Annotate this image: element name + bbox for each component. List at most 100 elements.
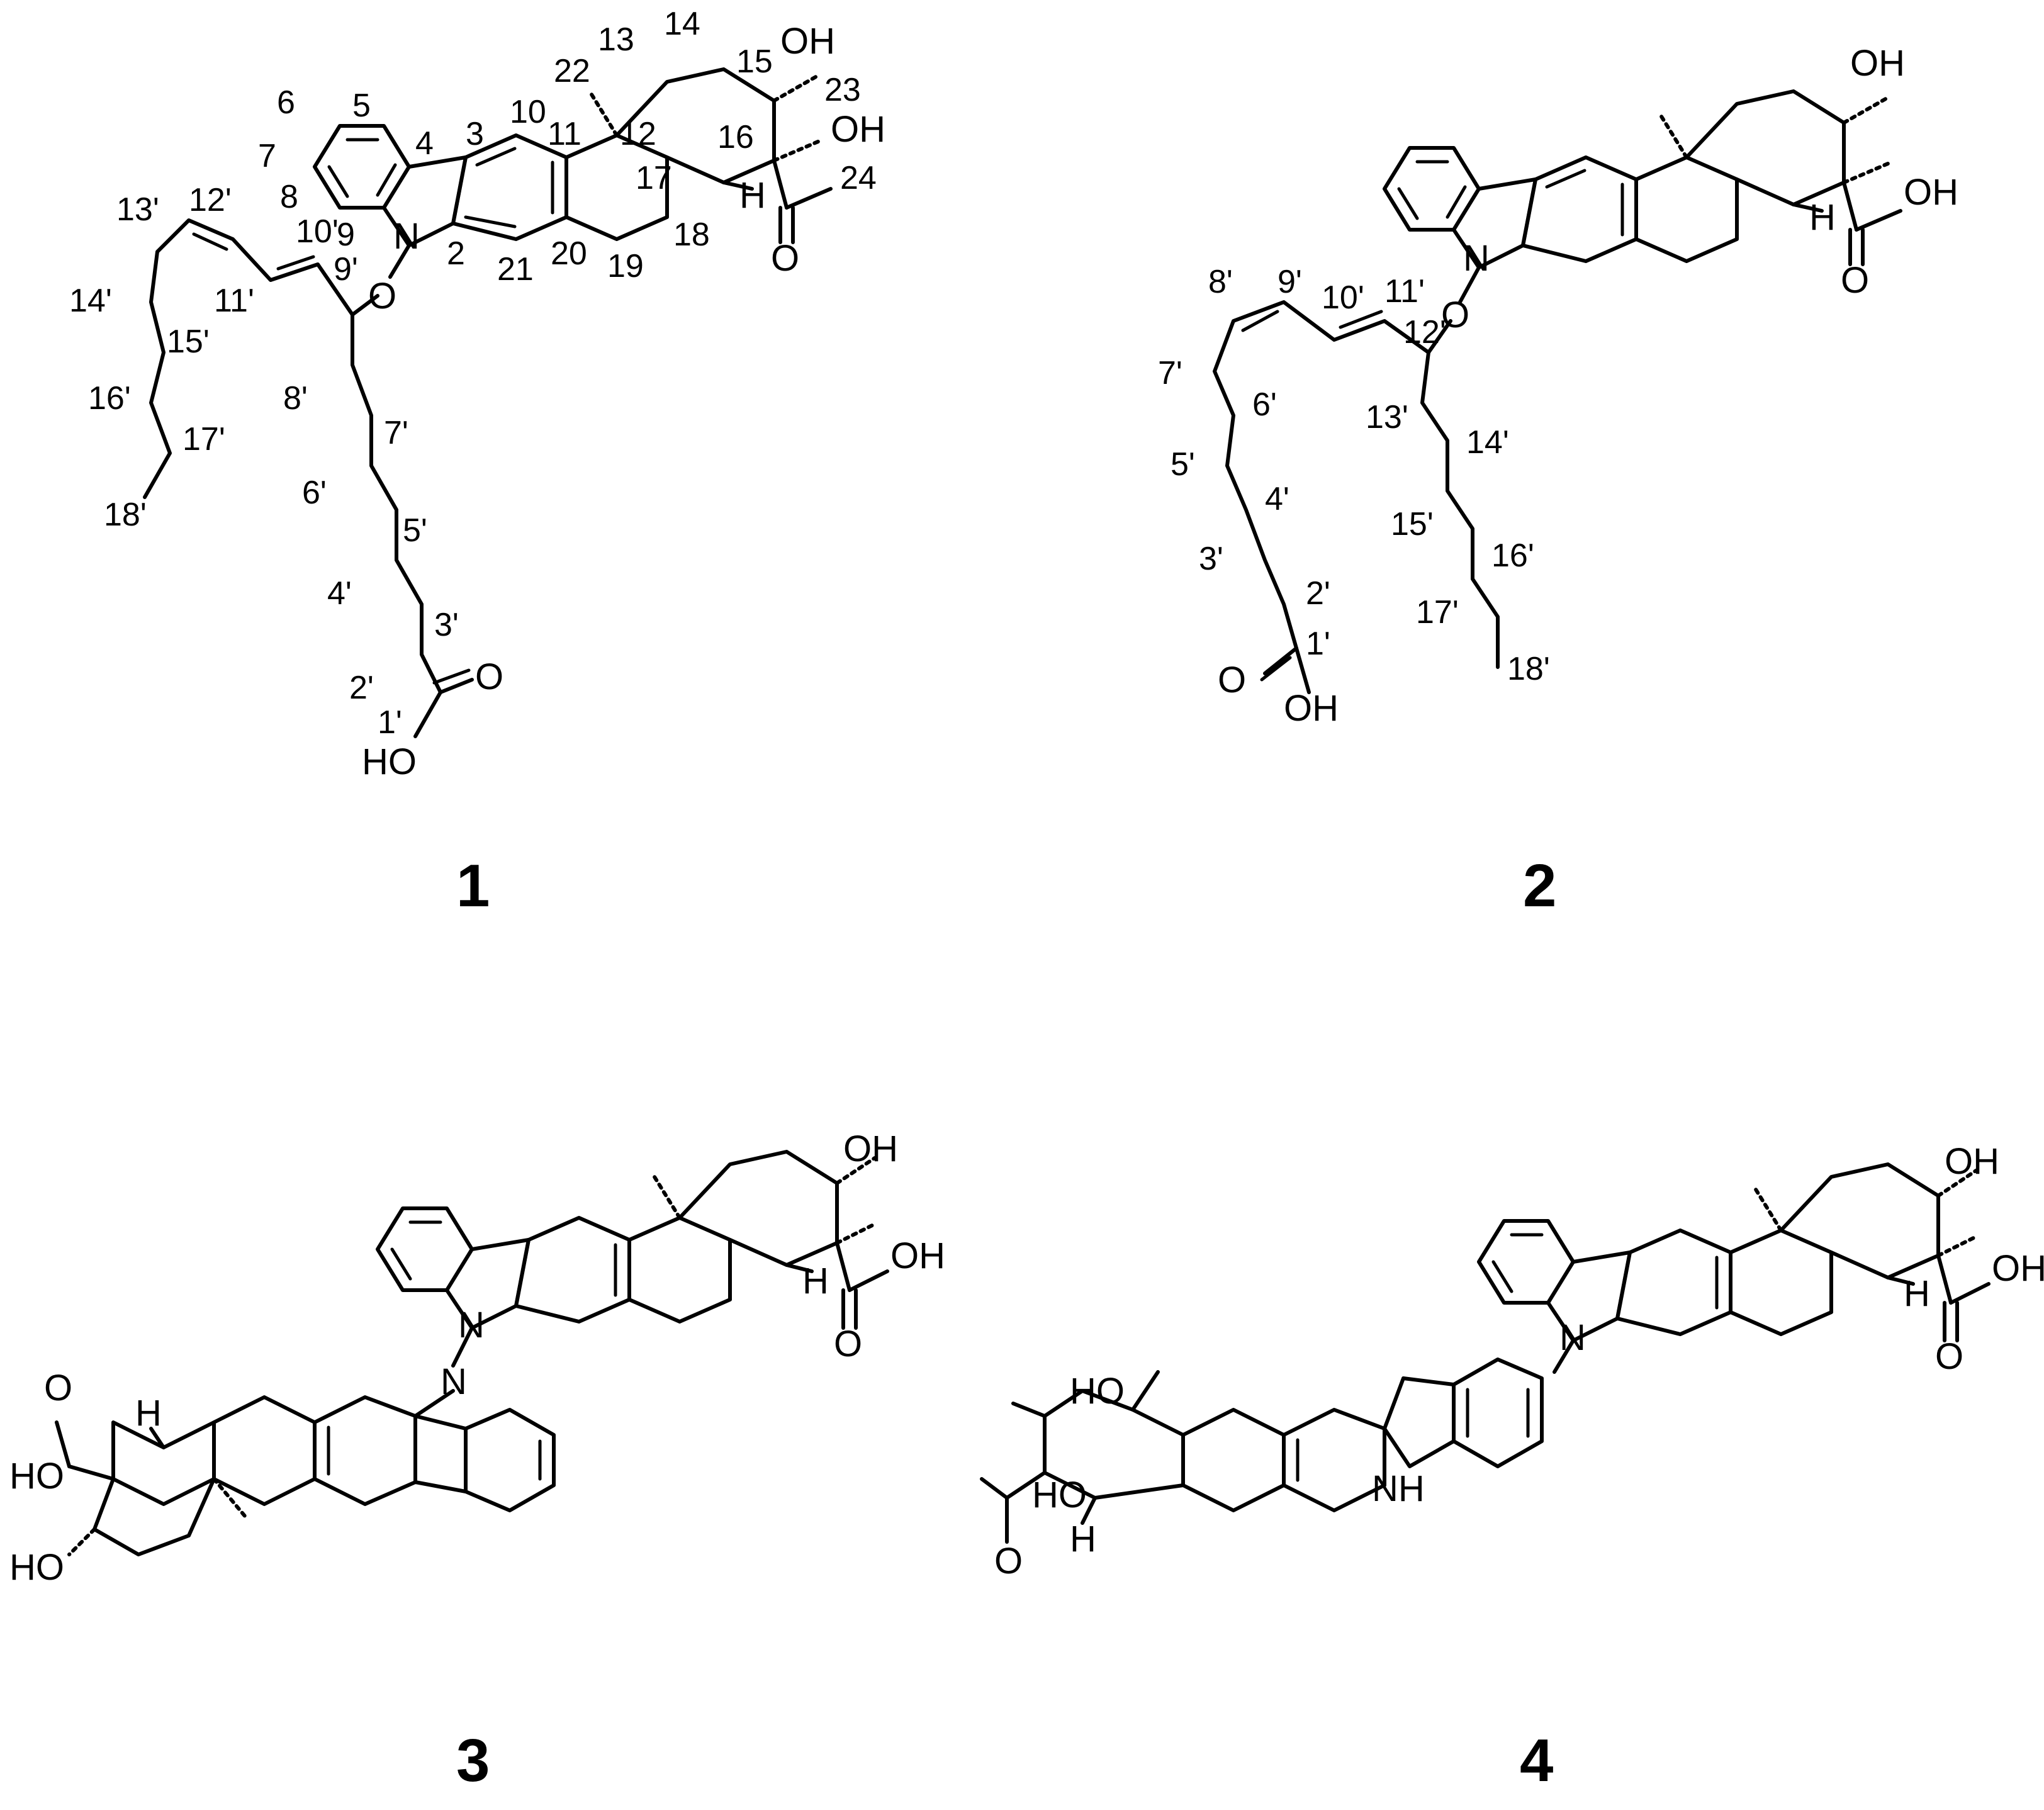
label-14: 14 [664, 6, 700, 42]
label-2-6p: 6' [1252, 386, 1277, 423]
label-2-13p: 13' [1366, 399, 1408, 436]
atom-o-keto-2: O [1841, 260, 1869, 301]
label-6: 6 [277, 84, 295, 121]
atom-o-acid-2: O [1218, 660, 1246, 700]
label-11p: 11' [214, 283, 254, 319]
atom-oh2-4: OH [1992, 1248, 2044, 1289]
label-9p: 9' [334, 251, 358, 288]
atom-n-1: N [393, 216, 420, 257]
label-7: 7 [258, 138, 276, 174]
label-2-1p: 1' [1306, 626, 1330, 662]
label-16: 16 [717, 119, 754, 155]
atom-o-4: O [1935, 1336, 1963, 1377]
label-5p: 5' [403, 512, 427, 549]
label-15: 15 [736, 43, 773, 80]
label-10: 10 [510, 94, 546, 130]
label-16p: 16' [88, 380, 131, 417]
label-2-9p: 9' [1278, 264, 1302, 300]
label-9: 9 [337, 216, 355, 253]
label-8p: 8' [283, 380, 308, 417]
atom-o-3: O [834, 1324, 862, 1364]
label-2-3p: 3' [1199, 541, 1223, 577]
label-23: 23 [824, 72, 861, 108]
atom-ho-3: HO [9, 1456, 64, 1497]
atom-ho2-3: HO [9, 1547, 64, 1588]
label-2-16p: 16' [1491, 537, 1534, 574]
atom-o-2: O [1441, 295, 1469, 335]
label-2-18p: 18' [1507, 651, 1550, 687]
atom-ho-4: HO [1070, 1371, 1125, 1412]
atom-h-1: H [739, 175, 766, 216]
label-2-11p: 11' [1384, 273, 1425, 310]
atom-ho2-4: HO [1032, 1475, 1087, 1515]
label-2-5p: 5' [1171, 446, 1195, 483]
atom-ho-1: HO [362, 741, 417, 782]
label-7p: 7' [384, 415, 408, 451]
compound-number-4: 4 [1520, 1727, 1553, 1794]
label-21: 21 [497, 251, 534, 288]
compound-number-1: 1 [456, 852, 490, 919]
atom-h2-4: H [1070, 1519, 1096, 1560]
label-22: 22 [554, 53, 590, 89]
atom-o-keto-1: O [771, 238, 799, 279]
atom-n2-3: N [441, 1361, 467, 1402]
label-17p: 17' [182, 421, 225, 458]
compound-1-structure: N O H OH OH O O HO 5 6 7 8 9 4 3 2 10 21… [69, 6, 885, 782]
label-18: 18 [673, 216, 710, 253]
label-5: 5 [352, 87, 371, 124]
atom-h-4: H [1904, 1273, 1930, 1314]
atom-oh-4: OH [1945, 1141, 1999, 1182]
atom-o2-4: O [994, 1541, 1023, 1582]
atom-o-acid-1: O [475, 656, 503, 697]
label-24: 24 [840, 160, 877, 196]
label-19: 19 [607, 248, 644, 284]
label-17: 17 [636, 160, 672, 196]
atom-h2-3: H [135, 1393, 162, 1434]
atom-oh-3: OH [843, 1128, 898, 1169]
atom-oh2-2: OH [1904, 172, 1958, 213]
atom-h-2: H [1809, 197, 1836, 238]
atom-oh-2: OH [1850, 43, 1905, 84]
label-2-15p: 15' [1391, 506, 1434, 542]
atom-oh-1: OH [780, 21, 835, 62]
label-2-12p: 12' [1403, 314, 1446, 351]
atom-o2-3: O [44, 1368, 72, 1408]
atom-n-4: N [1559, 1317, 1586, 1358]
label-2-17p: 17' [1416, 594, 1459, 631]
label-11: 11 [548, 116, 581, 152]
label-2-2p: 2' [1306, 575, 1330, 612]
label-2-10p: 10' [1322, 279, 1364, 316]
atom-oh2-3: OH [890, 1235, 945, 1276]
label-2-7p: 7' [1158, 355, 1182, 391]
label-14p: 14' [69, 283, 112, 319]
label-2: 2 [447, 235, 465, 272]
label-13: 13 [598, 21, 634, 58]
atom-nh-4: NH [1372, 1468, 1425, 1509]
compound-4-structure: OH OH O H N HO HO O H NH [980, 1141, 2044, 1582]
label-4p: 4' [327, 575, 352, 612]
label-6p: 6' [302, 475, 327, 511]
atom-n1-3: N [458, 1305, 485, 1346]
label-2-14p: 14' [1466, 424, 1509, 461]
label-4: 4 [415, 125, 434, 162]
label-2p: 2' [349, 670, 374, 706]
label-10p: 10' [296, 213, 339, 250]
label-2-4p: 4' [1265, 481, 1289, 517]
label-20: 20 [551, 235, 587, 272]
compound-3-structure: OH OH O H N N O HO H HO [9, 1128, 945, 1588]
label-12: 12 [620, 116, 656, 152]
compound-number-3: 3 [456, 1727, 490, 1794]
label-13p: 13' [116, 191, 159, 228]
atom-oh-acid-2: OH [1284, 688, 1339, 729]
atom-o-1: O [368, 276, 396, 317]
label-1p: 1' [378, 704, 402, 741]
label-3p: 3' [434, 607, 459, 643]
atom-n-2: N [1463, 238, 1490, 279]
label-2-8p: 8' [1208, 264, 1233, 300]
compound-number-2: 2 [1523, 852, 1556, 919]
atom-h-3: H [802, 1261, 829, 1301]
label-8: 8 [280, 179, 298, 215]
label-12p: 12' [189, 182, 232, 218]
compound-2-structure: N O H OH OH O O OH 9' 8' 10' 11' 12' 7' … [1158, 43, 1958, 729]
